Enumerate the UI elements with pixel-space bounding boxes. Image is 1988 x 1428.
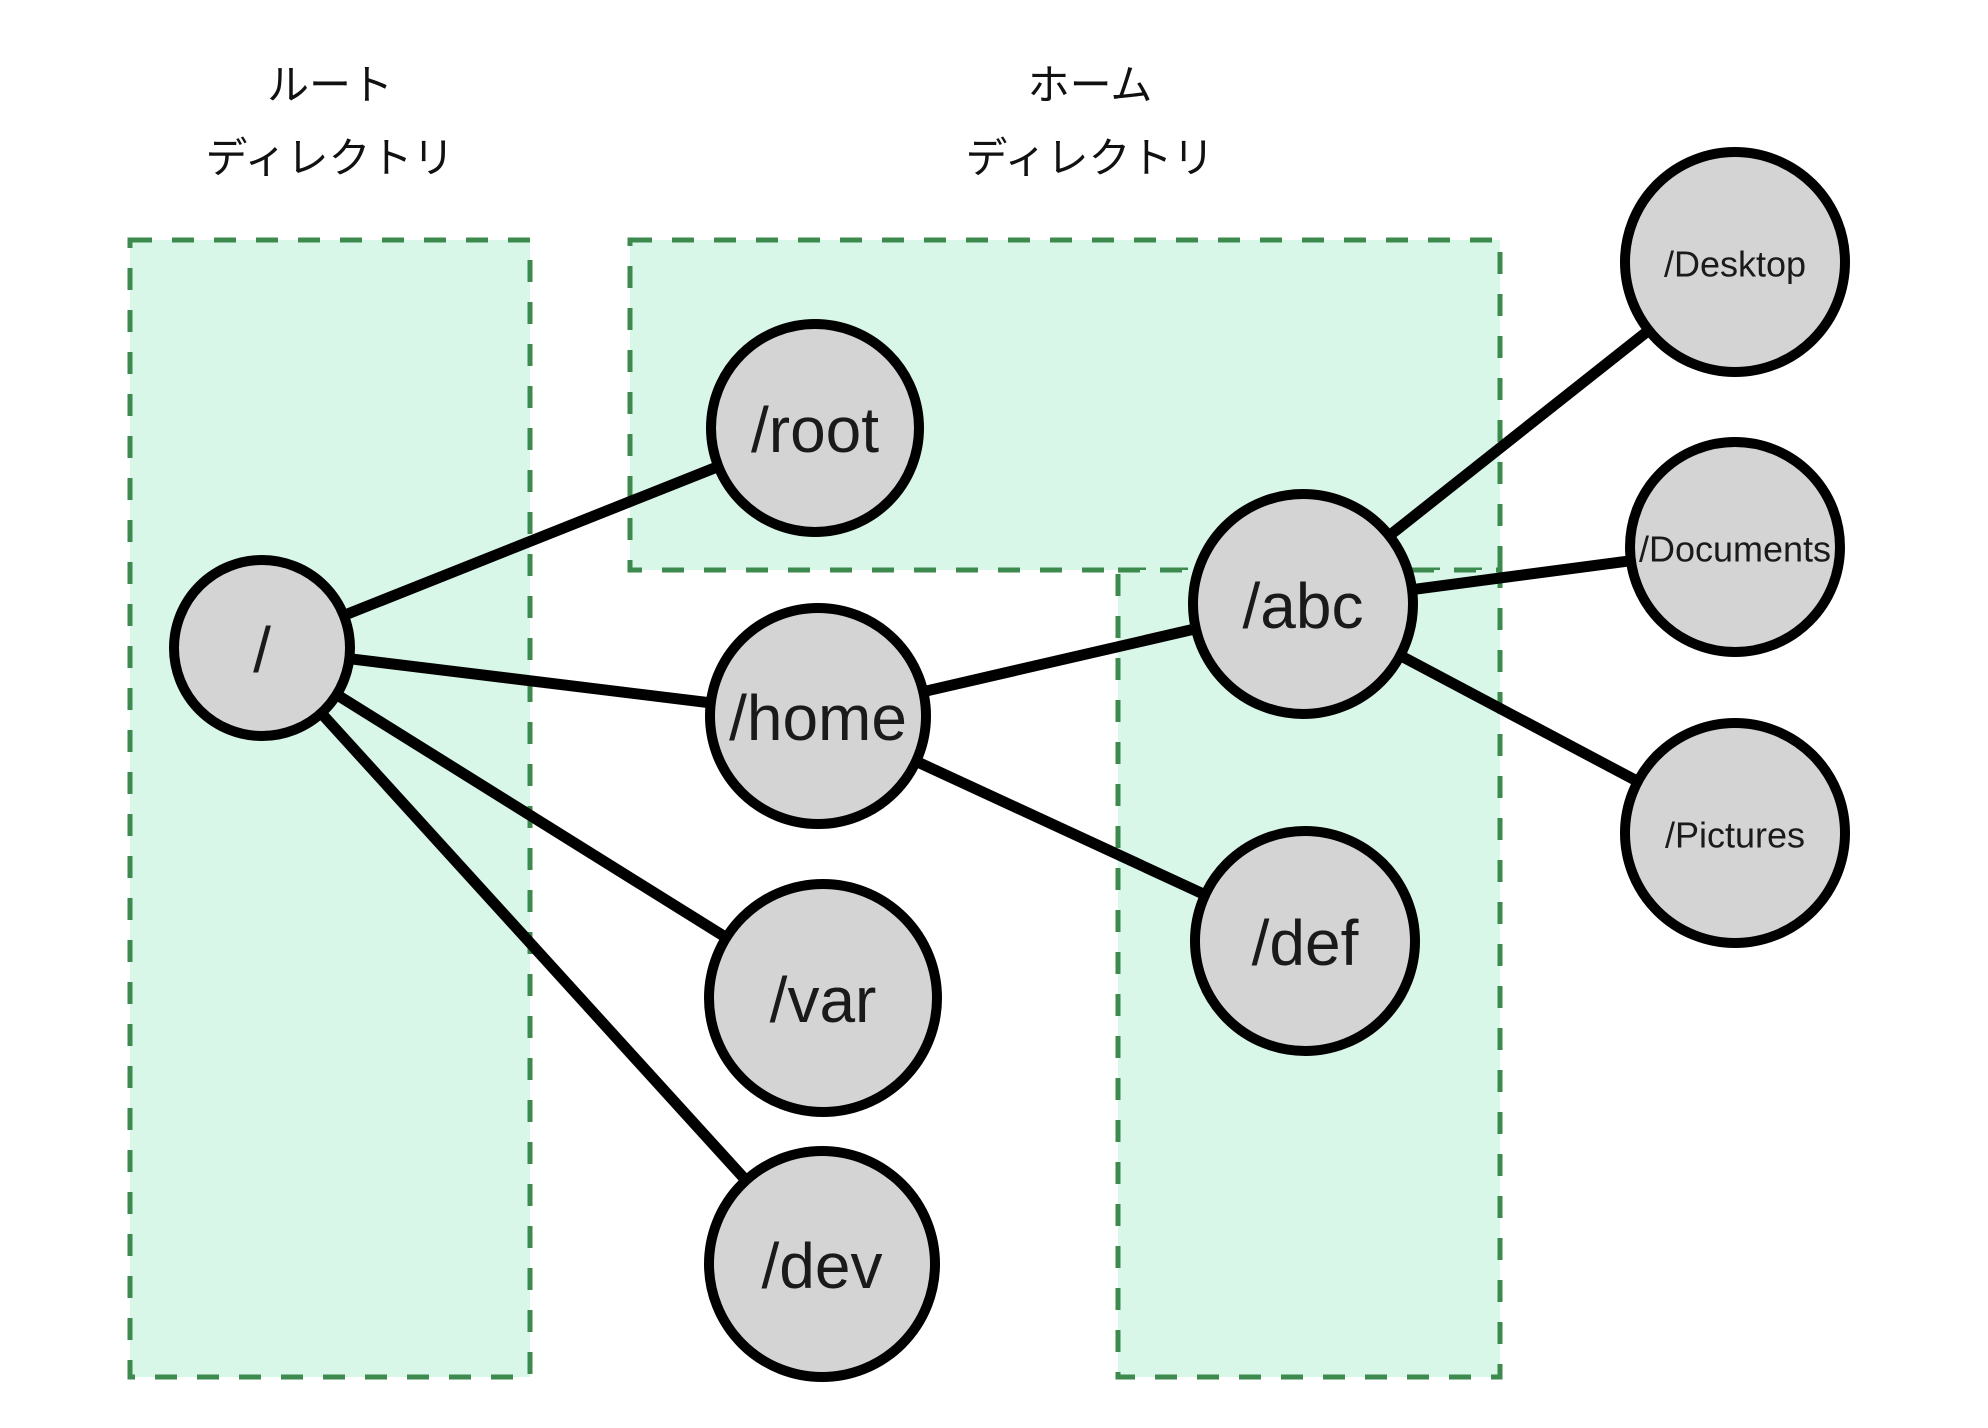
root-directory-region <box>127 237 533 1380</box>
node-desktop[interactable]: /Desktop <box>1620 147 1850 377</box>
node-dev-circle[interactable] <box>704 1146 940 1382</box>
node-home-circle[interactable] <box>705 603 931 829</box>
root-directory-region-caption-line1: ルート <box>267 62 393 109</box>
edge-root-to-root-home <box>336 459 726 623</box>
node-root[interactable]: / <box>169 555 355 741</box>
edge-home-to-abc <box>916 622 1203 699</box>
edge-root-to-home <box>342 652 718 710</box>
edge-abc-to-pictures <box>1392 647 1646 790</box>
node-root-home[interactable]: /root <box>706 319 924 537</box>
node-documents-circle[interactable] <box>1625 437 1845 657</box>
node-pictures-label: /Pictures <box>1665 815 1805 856</box>
node-def-label: /def <box>1252 907 1359 979</box>
edge-root-to-dev <box>313 704 755 1189</box>
node-desktop-circle[interactable] <box>1620 147 1850 377</box>
node-def-circle[interactable] <box>1190 826 1420 1056</box>
node-var[interactable]: /var <box>704 879 942 1117</box>
node-var-circle[interactable] <box>704 879 942 1117</box>
edge-abc-to-desktop <box>1381 322 1657 544</box>
nodes-layer: / /root/home/var/dev/abc/def/Desktop/Docu… <box>169 147 1850 1382</box>
node-abc-circle[interactable] <box>1188 489 1418 719</box>
node-documents-label: /Documents <box>1639 529 1831 570</box>
node-abc[interactable]: /abc <box>1188 489 1418 719</box>
node-home[interactable]: /home <box>705 603 931 829</box>
node-root-home-circle[interactable] <box>706 319 924 537</box>
node-abc-label: /abc <box>1243 570 1364 642</box>
node-root-home-label: /root <box>751 394 879 466</box>
node-def[interactable]: /def <box>1190 826 1420 1056</box>
node-root-label: / <box>253 614 271 686</box>
node-dev[interactable]: /dev <box>704 1146 940 1382</box>
edges-layer <box>313 322 1657 1189</box>
home-directory-region-upper-caption-line2: ディレクトリ <box>965 135 1214 182</box>
root-directory-region-caption-line2: ディレクトリ <box>205 135 454 182</box>
node-dev-label: /dev <box>762 1230 883 1302</box>
edge-home-to-def <box>908 753 1213 903</box>
node-pictures-circle[interactable] <box>1620 718 1850 948</box>
node-desktop-label: /Desktop <box>1664 244 1806 285</box>
edge-root-to-var <box>328 686 735 946</box>
node-documents[interactable]: /Documents <box>1625 437 1845 657</box>
home-directory-region-upper-caption-line1: ホーム <box>1028 62 1153 109</box>
edge-abc-to-documents <box>1405 554 1638 596</box>
node-root-circle[interactable] <box>169 555 355 741</box>
node-pictures[interactable]: /Pictures <box>1620 718 1850 948</box>
node-home-label: /home <box>729 682 907 754</box>
node-var-label: /var <box>770 964 877 1036</box>
